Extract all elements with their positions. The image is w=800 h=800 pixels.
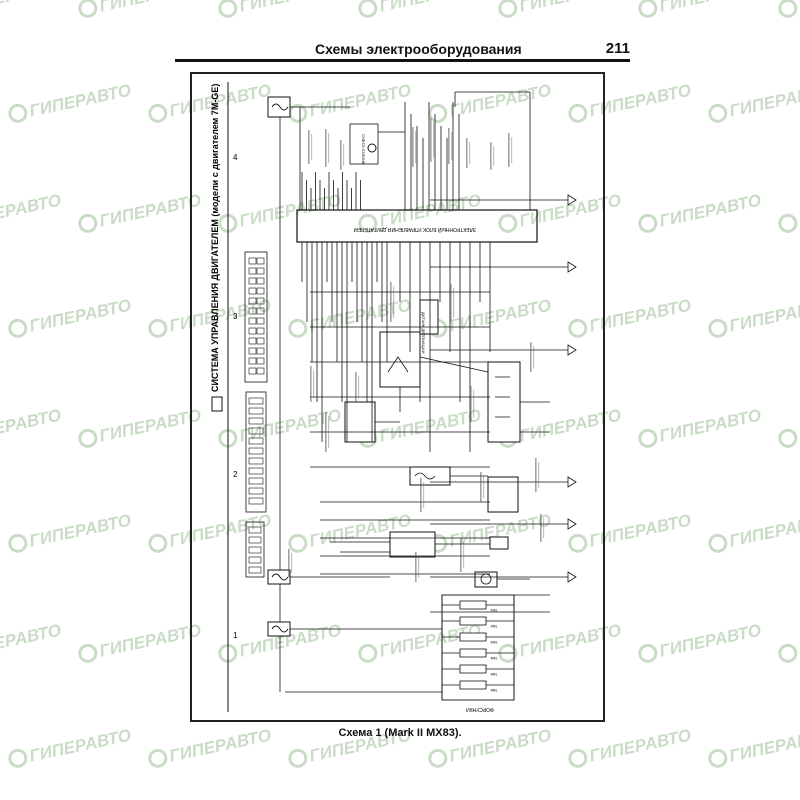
watermark-tile: ГИПЕРАВТО <box>8 511 133 553</box>
watermark-tile: ГИПЕРАВТО <box>358 0 483 18</box>
ground-icon <box>550 518 577 530</box>
watermark-tile: ГИПЕРАВТО <box>78 406 203 448</box>
watermark-text: ГИПЕРАВТО <box>658 191 763 231</box>
wire-labels <box>288 118 545 582</box>
injector-coil <box>459 680 487 690</box>
section-2: 2 <box>233 470 238 479</box>
fuse-boxes <box>267 96 291 637</box>
watermark-text: ГИПЕРАВТО <box>378 0 483 16</box>
watermark-text: ГИПЕРАВТО <box>28 296 133 336</box>
watermark-tile: ГИПЕРАВТО <box>638 621 763 663</box>
injectors: №1 №2 №3 №4 №5 №6 <box>442 600 514 693</box>
ecu-label: ЭЛЕКТРОННЫЙ БЛОК УПРАВЛЕНИЯ ДВИГАТЕЛЕМ <box>354 226 477 234</box>
injector-number: №4 <box>490 656 497 661</box>
watermark-text: ГИПЕРАВТО <box>98 621 203 661</box>
section-3: 3 <box>233 312 238 321</box>
page-header: Схемы электрооборудования 211 <box>175 38 630 62</box>
watermark-tile: ГИПЕРАВТО <box>778 191 800 233</box>
watermark-tile: ГИПЕРАВТО <box>708 81 800 123</box>
ground-icon <box>550 261 577 273</box>
section-markers: 1 2 3 4 <box>233 153 238 640</box>
injector-number: №1 <box>490 608 497 613</box>
header-rule <box>175 59 630 62</box>
watermark-tile: ГИПЕРАВТО <box>0 621 63 661</box>
watermark-text: ГИПЕРАВТО <box>728 511 800 551</box>
ground-icon <box>550 344 577 356</box>
watermark-tile: ГИПЕРАВТО <box>0 191 63 231</box>
watermark-text: ГИПЕРАВТО <box>98 191 203 231</box>
ground-icon <box>550 194 577 206</box>
page-number: 211 <box>605 40 630 57</box>
watermark-tile: ГИПЕРАВТО <box>218 0 343 18</box>
watermark-tile: ГИПЕРАВТО <box>778 0 800 18</box>
watermark-tile: ГИПЕРАВТО <box>78 621 203 663</box>
injector-number: №5 <box>490 672 497 677</box>
diagram-frame <box>190 72 605 722</box>
connector-pins <box>248 257 265 574</box>
watermark-text: ГИПЕРАВТО <box>0 621 63 661</box>
watermark-tile: ГИПЕРАВТО <box>708 296 800 338</box>
section-4: 4 <box>233 153 238 162</box>
watermark-text: ГИПЕРАВТО <box>238 0 343 16</box>
heading-strip: СИСТЕМА УПРАВЛЕНИЯ ДВИГАТЕЛЕМ (модели с … <box>210 82 229 712</box>
connector-blocks <box>244 251 268 578</box>
watermark-text: ГИПЕРАВТО <box>728 81 800 121</box>
diagram-heading: СИСТЕМА УПРАВЛЕНИЯ ДВИГАТЕЛЕМ (модели с … <box>210 84 220 392</box>
watermark-tile: ГИПЕРАВТО <box>0 0 63 16</box>
watermark-tile: ГИПЕРАВТО <box>8 81 133 123</box>
watermark-tile: ГИПЕРАВТО <box>638 0 763 18</box>
watermark-tile: ГИПЕРАВТО <box>778 406 800 448</box>
injector-coil <box>459 648 487 658</box>
injector-number: №6 <box>490 688 497 693</box>
check-engine-lamp: CHECK ENGINE <box>349 123 379 165</box>
watermark-tile: ГИПЕРАВТО <box>498 0 623 18</box>
watermark-tile: ГИПЕРАВТО <box>638 191 763 233</box>
ecu-block <box>296 209 538 243</box>
injector-coil <box>459 664 487 674</box>
watermark-text: ГИПЕРАВТО <box>28 511 133 551</box>
watermark-text: ГИПЕРАВТО <box>28 81 133 121</box>
knock-sensor-label: ДАТЧИК ДЕТОНАЦИИ <box>421 312 426 354</box>
page-title: Схемы электрооборудования <box>315 41 522 57</box>
ground-symbols <box>550 194 577 583</box>
watermark-tile: ГИПЕРАВТО <box>708 511 800 553</box>
watermark-text: ГИПЕРАВТО <box>0 406 63 446</box>
watermark-tile: ГИПЕРАВТО <box>638 406 763 448</box>
watermark-text: ГИПЕРАВТО <box>658 0 763 16</box>
injector-coil <box>459 632 487 642</box>
watermark-tile: ГИПЕРАВТО <box>0 406 63 446</box>
injector-label: ФОРСУНКИ <box>466 706 494 712</box>
watermark-text: ГИПЕРАВТО <box>0 0 63 16</box>
check-engine-text: CHECK ENGINE <box>361 134 366 165</box>
wiring-diagram: СИСТЕМА УПРАВЛЕНИЯ ДВИГАТЕЛЕМ (модели с … <box>210 82 577 712</box>
figure-caption: Схема 1 (Mark II MX83). <box>338 727 462 739</box>
watermark-text: ГИПЕРАВТО <box>98 0 203 16</box>
wires <box>279 91 550 700</box>
watermark-tile: ГИПЕРАВТО <box>78 191 203 233</box>
watermark-text: ГИПЕРАВТО <box>0 191 63 231</box>
section-1: 1 <box>233 631 238 640</box>
watermark-text: ГИПЕРАВТО <box>728 296 800 336</box>
watermark-tile: ГИПЕРАВТО <box>8 296 133 338</box>
watermark-text: ГИПЕРАВТО <box>98 406 203 446</box>
watermark-text: ГИПЕРАВТО <box>518 0 623 16</box>
watermark-text: ГИПЕРАВТО <box>658 621 763 661</box>
heading-logo <box>211 396 223 412</box>
component-boxes <box>344 299 521 588</box>
ground-icon <box>550 571 577 583</box>
injector-coil <box>459 616 487 626</box>
watermark-tile: ГИПЕРАВТО <box>78 0 203 18</box>
watermark-tile: ГИПЕРАВТО <box>778 621 800 663</box>
injector-coil <box>459 600 487 610</box>
injector-number: №2 <box>490 624 497 629</box>
injector-number: №3 <box>490 640 497 645</box>
ground-icon <box>550 476 577 488</box>
fuse-symbols <box>271 103 289 633</box>
watermark-text: ГИПЕРАВТО <box>658 406 763 446</box>
